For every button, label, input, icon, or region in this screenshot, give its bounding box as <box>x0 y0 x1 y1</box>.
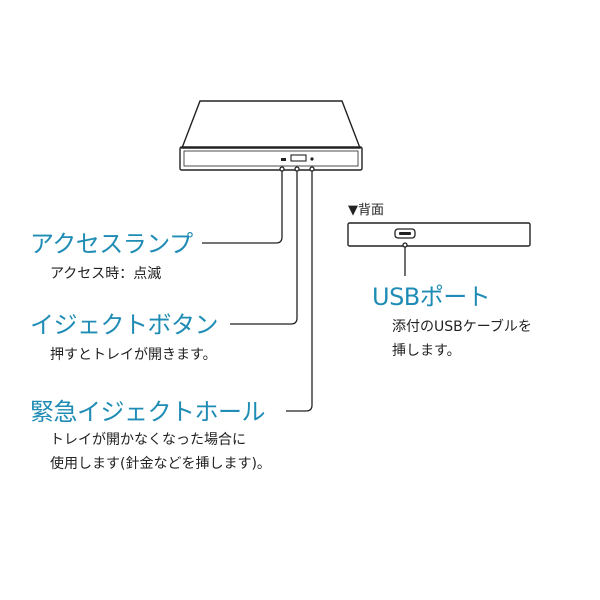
eject-button-shape <box>290 154 307 162</box>
emergency-eject-hole-title: 緊急イジェクトホール <box>30 398 266 426</box>
drive-inner-face <box>183 150 359 167</box>
access-lamp-title: アクセスランプ <box>30 230 193 258</box>
eject-button-title: イジェクトボタン <box>30 311 219 339</box>
back-view-caption: ▼背面 <box>348 203 384 218</box>
emergency-eject-hole-shape <box>310 157 314 161</box>
usb-port-desc-line-1: 添付のUSBケーブルを <box>392 319 532 335</box>
access-lamp-leader <box>202 171 283 244</box>
drive-front-panel <box>179 146 363 171</box>
usb-port-desc: 添付のUSBケーブルを 挿します。 <box>392 315 532 363</box>
drive-back-panel <box>347 222 531 247</box>
drive-top-panel <box>180 100 362 149</box>
eject-button-desc: 押すとトレイが開きます。 <box>50 343 217 367</box>
emergency-eject-hole-desc-line-1: トレイが開かなくなった場合に <box>50 432 246 448</box>
drive-front-view <box>179 100 363 171</box>
emergency-eject-hole-desc-line-2: 使用します(針金などを挿します)。 <box>50 456 271 472</box>
eject-button-leader <box>230 171 298 325</box>
access-lamp-shape <box>281 158 286 161</box>
access-lamp-desc: アクセス時：点滅 <box>50 262 161 286</box>
eject-button-marker <box>294 166 300 172</box>
access-lamp-desc-line: アクセス時：点滅 <box>50 266 162 282</box>
usb-port-desc-line-2: 挿します。 <box>392 343 461 359</box>
usb-port-title: USBポート <box>372 283 491 311</box>
access-lamp-marker <box>279 166 285 172</box>
emergency-hole-marker <box>309 166 315 172</box>
usb-port-marker <box>402 242 408 248</box>
emergency-hole-leader <box>286 171 313 412</box>
eject-button-desc-line: 押すとトレイが開きます。 <box>50 347 217 363</box>
usb-port-shape <box>394 228 416 239</box>
emergency-eject-hole-desc: トレイが開かなくなった場合に 使用します(針金などを挿します)。 <box>50 428 271 476</box>
drive-back-view <box>347 222 531 247</box>
usb-port-inner <box>399 232 411 235</box>
